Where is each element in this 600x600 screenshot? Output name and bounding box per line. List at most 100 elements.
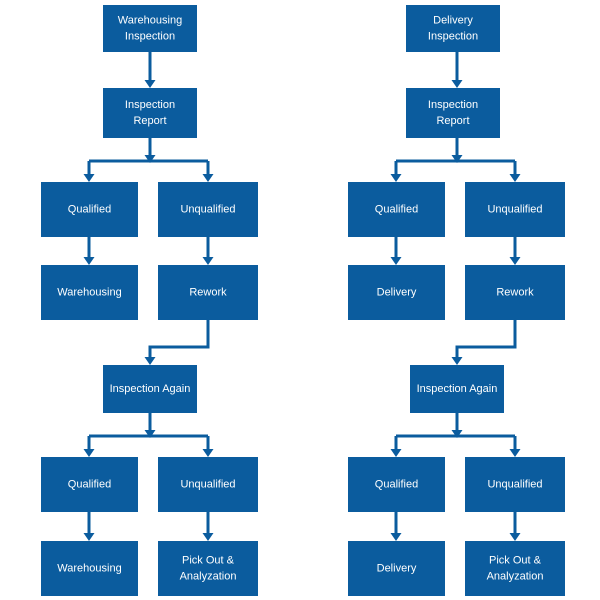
flow-node-label-line: Rework [189,286,227,298]
flow-node-label-line: Qualified [375,478,418,490]
flow-node-label: Pick Out &Analyzation [180,554,237,582]
flow-node-box[interactable] [41,182,138,237]
flow-node-label-line: Pick Out & [489,554,542,566]
arrow-unqualified-to-rework [202,237,214,265]
flow-node-box[interactable] [41,457,138,512]
arrow-head-icon [144,80,156,88]
arrow-head-icon [83,533,95,541]
flow-node-box[interactable] [158,182,258,237]
arrow-head-icon [390,533,402,541]
arrow-again-split [83,413,214,457]
arrow-head-icon [202,449,214,457]
flow-node-box[interactable] [348,182,445,237]
arrow-start-to-report [144,52,156,88]
flow-node-label-line: Inspection [428,99,478,111]
flow-node-w-unqualified-1[interactable]: Unqualified [158,182,258,237]
arrow-head-icon [509,449,521,457]
arrow-head-icon [509,533,521,541]
flow-node-w-rework[interactable]: Rework [158,265,258,320]
arrow-unqualified2-to-pickout [202,512,214,541]
flow-node-label-line: Inspection Again [110,383,191,395]
flow-node-box[interactable] [103,88,197,138]
flow-node-box[interactable] [158,457,258,512]
arrow-again-split [390,413,521,457]
arrow-qualified2-to-warehousing2 [83,512,95,541]
arrow-head-icon [202,174,214,182]
flow-node-label: Inspection Again [417,383,498,395]
arrow-head-icon [451,430,463,438]
arrow-unqualified2-to-pickout [509,512,521,541]
arrow-rework-to-inspection-again-path [455,320,517,358]
flow-node-box[interactable] [41,541,138,596]
flow-node-box[interactable] [103,5,197,52]
flow-node-label-line: Qualified [68,478,111,490]
flow-node-d-qualified-2[interactable]: Qualified [348,457,445,512]
flow-node-label-line: Unqualified [180,478,235,490]
flow-node-w-qualified-1[interactable]: Qualified [41,182,138,237]
arrow-rework-to-inspection-again [451,320,517,365]
arrow-rework-to-inspection-again-path [148,320,210,358]
flow-node-box[interactable] [465,457,565,512]
arrow-head-icon [390,257,402,265]
flow-node-box[interactable] [41,265,138,320]
flow-node-w-warehousing-1[interactable]: Warehousing [41,265,138,320]
flow-node-box[interactable] [406,5,500,52]
arrow-head-icon [144,430,156,438]
flow-node-label-line: Rework [496,286,534,298]
arrow-report-split [83,138,214,182]
flow-node-label-line: Unqualified [487,478,542,490]
flow-node-label-line: Delivery [377,562,417,574]
flow-node-box[interactable] [158,541,258,596]
flow-node-d-delivery-2[interactable]: Delivery [348,541,445,596]
flow-node-box[interactable] [465,541,565,596]
flow-node-label-line: Inspection Again [417,383,498,395]
flow-node-d-unqualified-1[interactable]: Unqualified [465,182,565,237]
flow-node-w-unqualified-2[interactable]: Unqualified [158,457,258,512]
flow-node-d-unqualified-2[interactable]: Unqualified [465,457,565,512]
flow-node-box[interactable] [465,265,565,320]
flow-node-box[interactable] [348,541,445,596]
flow-node-label: Unqualified [487,203,542,215]
arrow-head-icon [83,449,95,457]
arrow-head-icon [144,155,156,163]
arrow-qualified-to-warehousing [83,237,95,265]
arrow-head-icon [202,533,214,541]
arrow-qualified-to-delivery [390,237,402,265]
flow-node-d-delivery-1[interactable]: Delivery [348,265,445,320]
flow-node-w-again[interactable]: Inspection Again [103,365,197,413]
flow-node-d-rework[interactable]: Rework [465,265,565,320]
flow-node-w-warehousing-2[interactable]: Warehousing [41,541,138,596]
flow-node-box[interactable] [465,182,565,237]
flow-node-box[interactable] [158,265,258,320]
flow-node-label-line: Inspection [125,30,175,42]
flow-node-d-pickout[interactable]: Pick Out & Analyzation [465,541,565,596]
flow-node-w-pickout[interactable]: Pick Out &Analyzation [158,541,258,596]
flow-node-label-line: Qualified [375,203,418,215]
arrow-head-icon [451,80,463,88]
flow-node-label: Delivery [377,562,417,574]
arrow-head-icon [390,174,402,182]
flow-node-box[interactable] [348,265,445,320]
flow-node-d-qualified-1[interactable]: Qualified [348,182,445,237]
flow-node-w-qualified-2[interactable]: Qualified [41,457,138,512]
flow-node-box[interactable] [406,88,500,138]
flow-node-d-again[interactable]: Inspection Again [410,365,504,413]
flow-node-box[interactable] [410,365,504,413]
flow-node-label-line: Analyzation [487,570,544,582]
flow-node-label: Rework [496,286,534,298]
arrow-head-icon [390,449,402,457]
flow-node-label: Unqualified [180,478,235,490]
flow-node-box[interactable] [103,365,197,413]
flow-node-box[interactable] [348,457,445,512]
arrow-head-icon [509,174,521,182]
